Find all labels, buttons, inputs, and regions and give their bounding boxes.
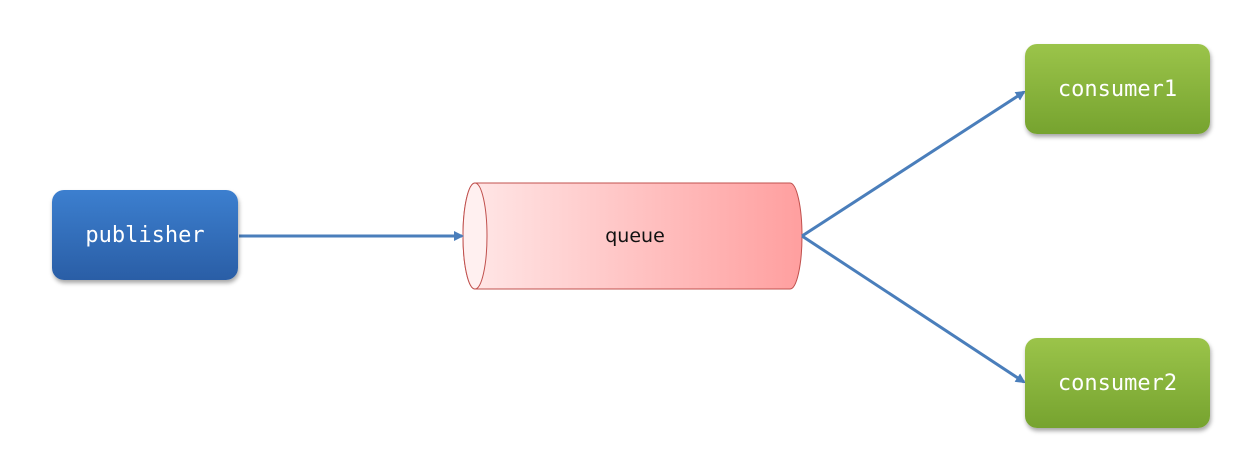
- publisher-node[interactable]: publisher: [52, 190, 238, 280]
- arrow-queue-consumer1: [801, 90, 1026, 238]
- queue-cylinder[interactable]: [462, 182, 803, 290]
- consumer2-label: consumer2: [1057, 370, 1178, 396]
- arrow-queue-consumer2: [801, 234, 1026, 384]
- consumer2-node[interactable]: consumer2: [1025, 338, 1210, 428]
- publisher-label: publisher: [85, 222, 205, 248]
- queue-label: queue: [605, 225, 665, 247]
- consumer1-label: consumer1: [1057, 76, 1178, 102]
- consumer1-node[interactable]: consumer1: [1025, 44, 1210, 134]
